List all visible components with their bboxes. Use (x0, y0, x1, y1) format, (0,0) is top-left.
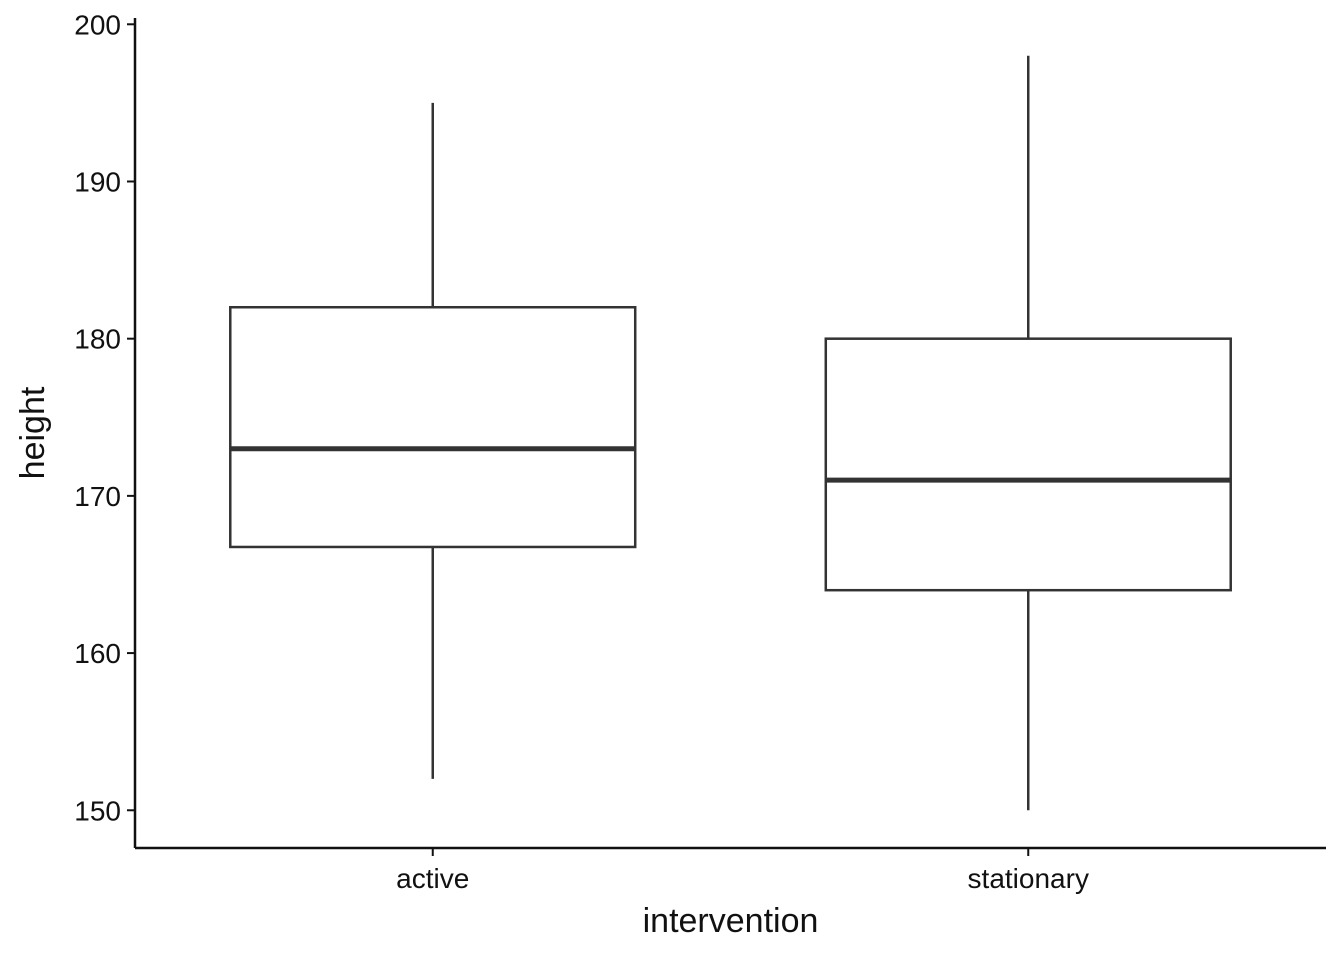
axes (133, 18, 1326, 850)
x-tick-label: active (396, 863, 469, 894)
interquartile-box (229, 305, 637, 549)
x-axis-ticks: active stationary (396, 848, 1089, 894)
x-axis-title: intervention (643, 902, 819, 940)
interquartile-box (824, 337, 1232, 592)
y-axis-title: height (14, 386, 52, 479)
y-tick-label: 150 (74, 795, 121, 826)
y-tick-label: 190 (74, 166, 121, 197)
y-tick-label: 170 (74, 481, 121, 512)
y-tick-label: 200 (74, 9, 121, 40)
y-axis-ticks: 150 160 170 180 190 200 (74, 9, 135, 826)
plot-area (229, 55, 1232, 811)
box-stationary (824, 55, 1232, 811)
y-tick-label: 160 (74, 638, 121, 669)
y-tick-label: 180 (74, 324, 121, 355)
x-tick-label: stationary (968, 863, 1089, 894)
box-active (229, 102, 637, 779)
